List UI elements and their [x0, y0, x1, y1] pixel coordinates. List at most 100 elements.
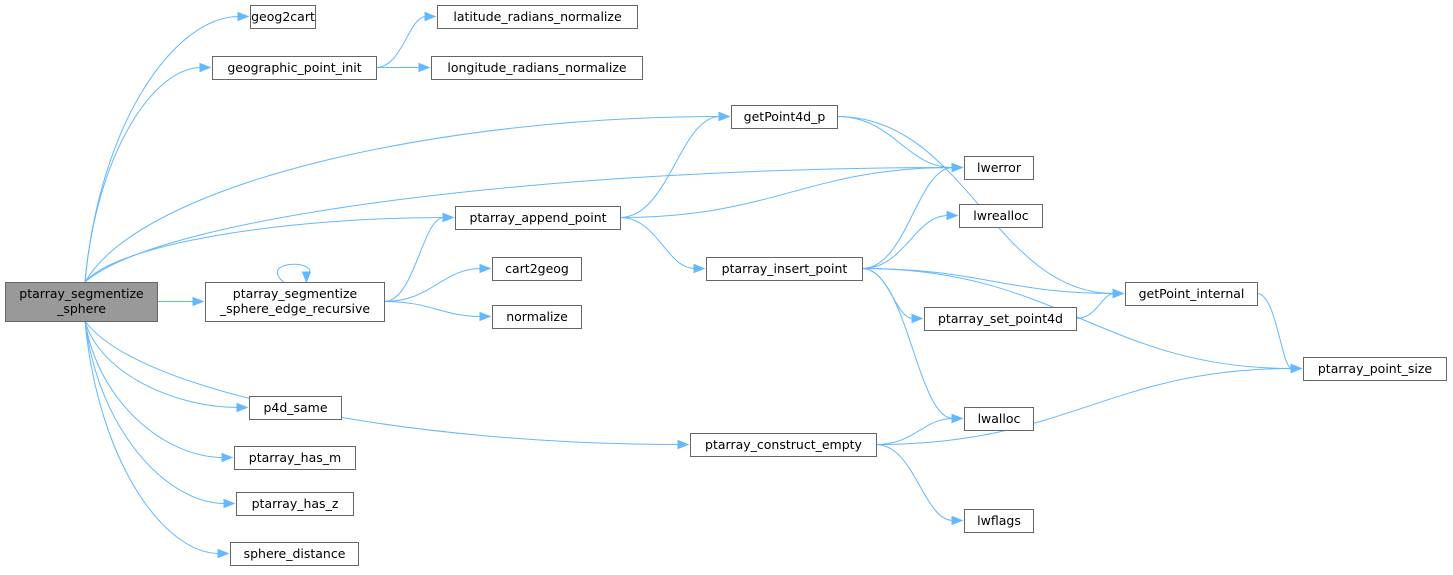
- node-label: geog2cart: [251, 9, 315, 24]
- edge-line: [84, 116, 721, 283]
- node-lwrealloc[interactable]: lwrealloc: [959, 204, 1043, 228]
- arrowhead-icon: [199, 62, 212, 73]
- edge-rec-to-normalize: [383, 301, 492, 322]
- nodes-layer: ptarray_segmentize_sphere geog2cart geogra…: [5, 5, 1447, 566]
- arrowhead-icon: [418, 62, 431, 73]
- node-box: [230, 542, 359, 566]
- node-psize[interactable]: ptarray_point_size: [1303, 357, 1447, 381]
- edge-rec-to-cart2geog: [383, 263, 492, 302]
- node-box: [249, 396, 342, 420]
- node-setp4d[interactable]: ptarray_set_point4d: [924, 307, 1077, 331]
- node-lat[interactable]: latitude_radians_normalize: [437, 5, 638, 29]
- arrowhead-icon: [677, 439, 690, 450]
- node-label: ptarray_insert_point: [722, 261, 848, 276]
- edge-line: [84, 67, 202, 283]
- node-label: lwflags: [977, 513, 1021, 528]
- arrowhead-icon: [221, 452, 234, 463]
- node-root[interactable]: ptarray_segmentize_sphere: [5, 282, 158, 322]
- node-box: [964, 509, 1034, 533]
- edge-root-to-construct: [84, 320, 690, 450]
- edge-line: [84, 320, 220, 554]
- node-label: lwalloc: [978, 411, 1021, 426]
- node-box: [437, 5, 638, 29]
- arrowhead-icon: [442, 212, 455, 223]
- edges-layer: [84, 11, 1303, 559]
- arrowhead-icon: [479, 311, 492, 322]
- edge-line: [861, 268, 914, 319]
- node-insert[interactable]: ptarray_insert_point: [706, 257, 863, 281]
- node-cart2geog[interactable]: cart2geog: [492, 257, 582, 281]
- edge-setp4d-to-gpint: [1075, 288, 1125, 319]
- node-box: [5, 282, 158, 322]
- edge-line: [84, 320, 224, 458]
- arrowhead-icon: [192, 296, 205, 307]
- arrowhead-icon: [217, 548, 230, 559]
- node-label: sphere_distance: [244, 546, 346, 561]
- node-gp4d[interactable]: getPoint4d_p: [731, 105, 838, 129]
- node-label: cart2geog: [505, 261, 569, 276]
- edge-gpint-to-psize: [1256, 293, 1303, 374]
- edge-root-to-hasz: [84, 320, 236, 509]
- edge-root-to-sdist: [84, 320, 230, 559]
- node-geog2cart[interactable]: geog2cart: [250, 5, 316, 29]
- arrowhead-icon: [1290, 363, 1303, 374]
- edge-line: [619, 116, 721, 218]
- node-label: ptarray_has_m: [249, 450, 341, 465]
- edge-root-to-geog2cart: [84, 11, 250, 283]
- node-rec[interactable]: ptarray_segmentize_sphere_edge_recursive: [205, 282, 385, 322]
- node-p4dsame[interactable]: p4d_same: [249, 396, 342, 420]
- edge-insert-to-lwrealloc: [861, 210, 959, 269]
- node-box: [431, 56, 643, 80]
- arrowhead-icon: [223, 498, 236, 509]
- edge-insert-to-lwerror: [861, 162, 964, 269]
- node-normalize[interactable]: normalize: [492, 305, 582, 329]
- node-append[interactable]: ptarray_append_point: [455, 206, 621, 230]
- node-box: [212, 56, 377, 80]
- node-label: geographic_point_init: [227, 60, 361, 75]
- node-lon[interactable]: longitude_radians_normalize: [431, 56, 643, 80]
- node-box: [234, 446, 356, 470]
- edge-line: [383, 268, 482, 302]
- node-box: [964, 407, 1034, 431]
- arrowhead-icon: [951, 162, 964, 173]
- edge-line: [836, 116, 954, 168]
- edge-line: [861, 167, 954, 269]
- node-box: [492, 305, 582, 329]
- edge-line: [875, 444, 954, 521]
- arrowhead-icon: [479, 263, 492, 274]
- node-label: ptarray_set_point4d: [938, 311, 1063, 326]
- edge-insert-to-gpint: [861, 268, 1125, 299]
- edge-construct-to-psize: [875, 363, 1303, 445]
- edge-line: [383, 217, 445, 302]
- node-lwalloc[interactable]: lwalloc: [964, 407, 1034, 431]
- edge-line: [619, 217, 696, 269]
- node-hasz[interactable]: ptarray_has_z: [236, 492, 354, 516]
- node-label: getPoint_internal: [1139, 286, 1245, 301]
- arrowhead-icon: [236, 402, 249, 413]
- arrowhead-icon: [951, 413, 964, 424]
- edge-insert-to-lwalloc: [861, 268, 964, 424]
- edge-root-to-gpi: [84, 62, 212, 283]
- arrowhead-icon: [301, 271, 312, 284]
- node-gpint[interactable]: getPoint_internal: [1125, 282, 1258, 306]
- node-sdist[interactable]: sphere_distance: [230, 542, 359, 566]
- edge-line: [84, 320, 680, 445]
- node-box: [250, 5, 316, 29]
- edge-line: [84, 320, 239, 408]
- node-label: ptarray_segmentize: [19, 286, 144, 301]
- node-construct[interactable]: ptarray_construct_empty: [690, 433, 877, 457]
- node-box: [959, 204, 1043, 228]
- node-hasm[interactable]: ptarray_has_m: [234, 446, 356, 470]
- edge-append-to-gp4d: [619, 111, 731, 218]
- node-box: [492, 257, 582, 281]
- node-lwflags[interactable]: lwflags: [964, 509, 1034, 533]
- node-gpi[interactable]: geographic_point_init: [212, 56, 377, 80]
- node-lwerror[interactable]: lwerror: [964, 156, 1034, 180]
- node-label: lwerror: [977, 160, 1022, 175]
- node-label: ptarray_construct_empty: [705, 437, 863, 452]
- edge-gpi-to-lon: [376, 62, 431, 73]
- node-label: lwrealloc: [973, 208, 1029, 223]
- node-box: [1125, 282, 1258, 306]
- arrowhead-icon: [946, 210, 959, 221]
- node-box: [690, 433, 877, 457]
